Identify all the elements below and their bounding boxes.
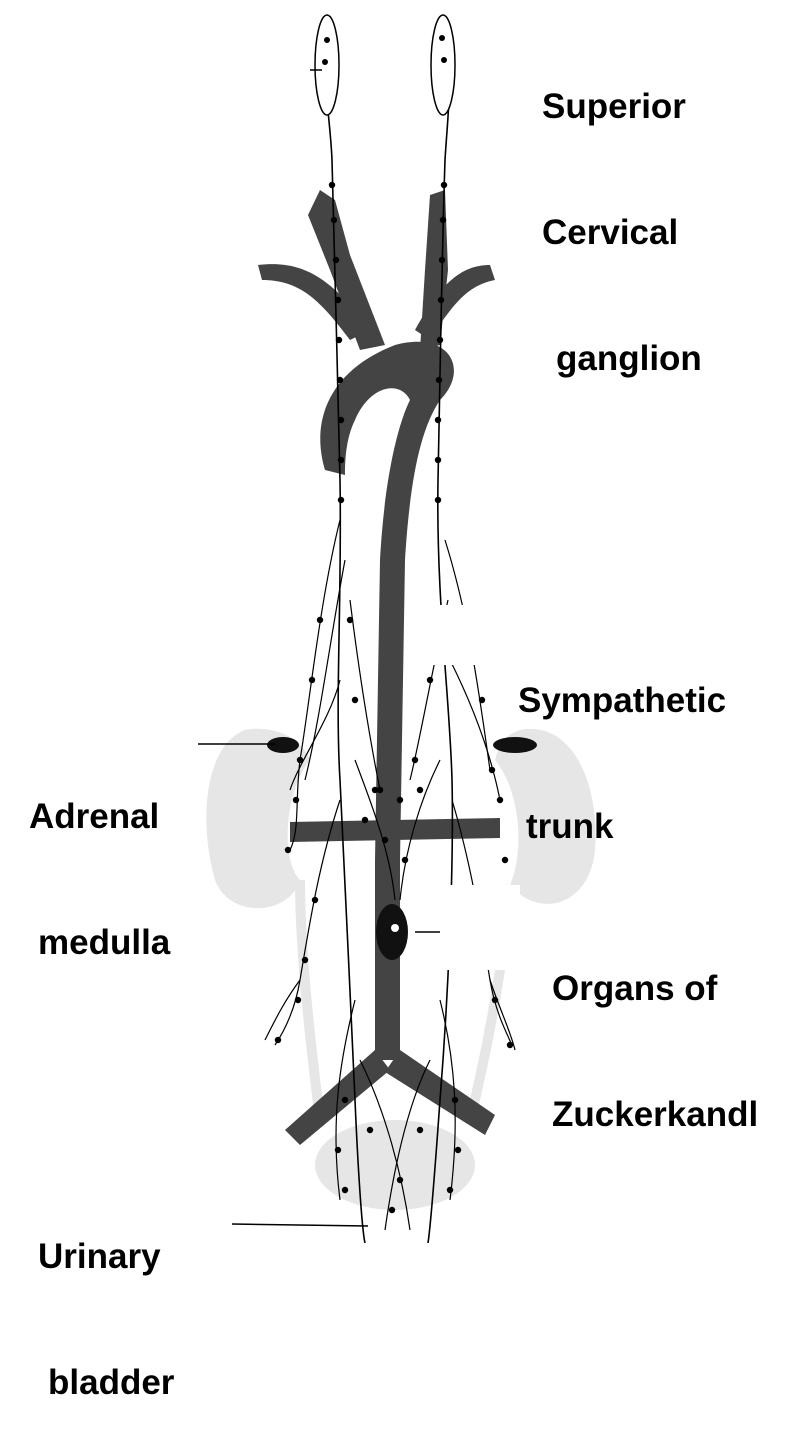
ganglion-cell (497, 797, 503, 803)
ganglion-cell (417, 787, 423, 793)
ganglion-cell (435, 497, 441, 503)
ganglion-cell (317, 617, 323, 623)
nerve-branch (450, 660, 500, 800)
ganglion-cell (397, 1177, 403, 1183)
label-line: Organs of (552, 968, 758, 1010)
ganglion-cell (439, 257, 445, 263)
ganglion-cell (293, 797, 299, 803)
ganglion-cell (336, 337, 342, 343)
nerve-branch (350, 600, 380, 790)
nerve-branch (265, 980, 300, 1040)
ganglion-cell (452, 1097, 458, 1103)
ganglion-cell (437, 337, 443, 343)
ganglion-cell (438, 297, 444, 303)
ganglion-cell (302, 957, 308, 963)
ganglion-cell (492, 997, 498, 1003)
label-line: ganglion (556, 338, 702, 380)
ganglion-cell (435, 457, 441, 463)
ganglion-cell (397, 797, 403, 803)
label-line: Cervical (542, 212, 702, 254)
superior-cervical-ganglion-right (431, 15, 455, 115)
ganglion-cell (412, 757, 418, 763)
superior-cervical-ganglion-left (315, 15, 339, 115)
ganglion-cell (502, 857, 508, 863)
ganglion-cell (309, 677, 315, 683)
ganglion-cell (329, 182, 335, 188)
anatomy-diagram: Superior Cervical ganglion Sympathetic t… (0, 0, 788, 1243)
label-line: Sympathetic (518, 680, 726, 722)
ganglion-cell (297, 757, 303, 763)
label-line: Urinary (38, 1236, 174, 1278)
label-line: bladder (48, 1362, 174, 1404)
label-superior-cervical-ganglion: Superior Cervical ganglion (542, 2, 702, 422)
ganglion-cell (295, 997, 301, 1003)
ganglion-cell (402, 857, 408, 863)
ganglion-cell (333, 257, 339, 263)
label-line: medulla (38, 922, 170, 964)
ganglion-cell (352, 697, 358, 703)
aorta (258, 190, 500, 1145)
adrenal-left (267, 737, 299, 753)
ganglion-cell (441, 182, 447, 188)
ganglion-cell (338, 417, 344, 423)
ganglion-cell (331, 217, 337, 223)
ganglion-cell (338, 497, 344, 503)
label-urinary-bladder: Urinary bladder (38, 1152, 174, 1446)
label-mask-zuckerkandl (440, 885, 520, 970)
zuckerkandl-organ-shape (376, 904, 408, 960)
ganglion-cell (377, 787, 383, 793)
ganglion-cell (507, 1042, 513, 1048)
ganglion-cell (436, 377, 442, 383)
ganglion-cell (435, 417, 441, 423)
label-line: Zuckerkandl (552, 1094, 758, 1136)
ganglion-cell (312, 897, 318, 903)
ganglion-cell (335, 1147, 341, 1153)
label-organs-of-zuckerkandl: Organs of Zuckerkandl (552, 884, 758, 1178)
ganglion-cell (335, 297, 341, 303)
ganglion-cell (342, 1187, 348, 1193)
kidney-left (206, 729, 310, 908)
label-sympathetic-trunk: Sympathetic trunk (518, 596, 726, 890)
ganglion-cell (337, 377, 343, 383)
ganglion-cell (338, 457, 344, 463)
ganglion-cell (367, 1127, 373, 1133)
label-adrenal-medulla: Adrenal medulla (18, 712, 170, 1006)
label-line: trunk (526, 806, 726, 848)
ganglion-cell (417, 1127, 423, 1133)
ganglion-cell (489, 767, 495, 773)
ganglion-cell (342, 1097, 348, 1103)
ganglion-cell (389, 1207, 395, 1213)
ganglion-cell (479, 697, 485, 703)
ganglion-cell (455, 1147, 461, 1153)
label-line: Superior (542, 86, 702, 128)
ganglion-cell (362, 817, 368, 823)
ganglion-cell (382, 837, 388, 843)
label-line: Adrenal (18, 796, 170, 838)
ganglion-cell (447, 1187, 453, 1193)
ganglion-cell (275, 1037, 281, 1043)
ganglion-cell (440, 217, 446, 223)
ganglion-cell (427, 677, 433, 683)
ganglion-cell (347, 617, 353, 623)
label-mask-trunk (430, 605, 488, 665)
ganglion-cell (285, 847, 291, 853)
